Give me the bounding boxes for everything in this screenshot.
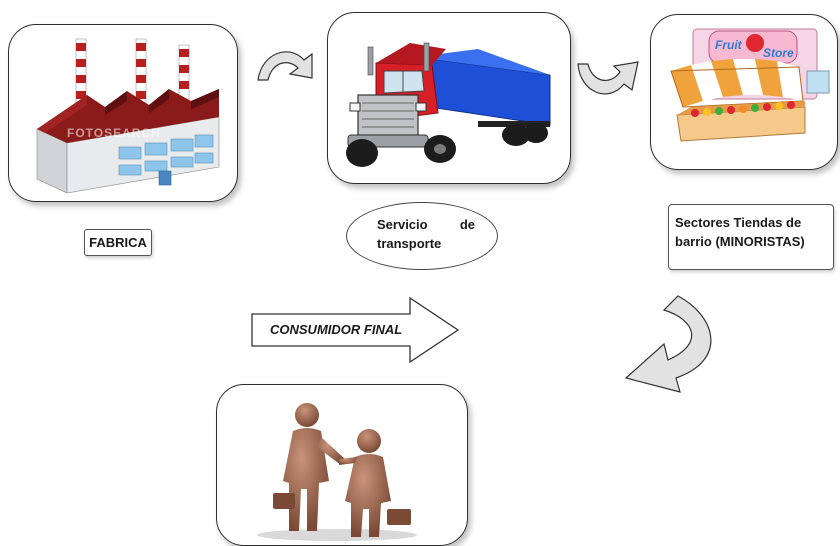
transport-label-word2: de <box>459 217 475 232</box>
store-label-line1: Sectores Tiendas de <box>675 215 802 230</box>
consumer-card <box>216 384 468 546</box>
store-label: Sectores Tiendas de barrio (MINORISTAS) <box>668 204 834 270</box>
store-icon: Fruit Store <box>670 28 830 142</box>
store-sign-word1: Fruit <box>715 38 743 52</box>
factory-label-text: FABRICA <box>89 235 147 250</box>
handshake-people-icon <box>257 403 417 541</box>
curved-arrow-store-to-consumer <box>624 295 712 393</box>
factory-icon: FOTOSEARCH <box>36 38 220 194</box>
transport-label: Servicio de transporte <box>346 202 498 270</box>
transport-card <box>327 12 571 184</box>
curved-arrow-transport-to-store <box>577 61 639 95</box>
factory-label: FABRICA <box>84 229 152 256</box>
curved-arrow-factory-to-transport <box>257 51 313 81</box>
store-label-line2: barrio (MINORISTAS) <box>675 234 805 249</box>
truck-icon <box>346 42 551 167</box>
store-sign-word2: Store <box>763 46 794 60</box>
factory-watermark: FOTOSEARCH <box>67 126 161 140</box>
transport-label-word1: Servicio <box>377 217 428 232</box>
store-card: Fruit Store <box>650 14 838 170</box>
factory-card: FOTOSEARCH <box>8 24 238 202</box>
consumer-arrow-label: CONSUMIDOR FINAL <box>270 322 403 337</box>
transport-label-line2: transporte <box>377 236 442 251</box>
